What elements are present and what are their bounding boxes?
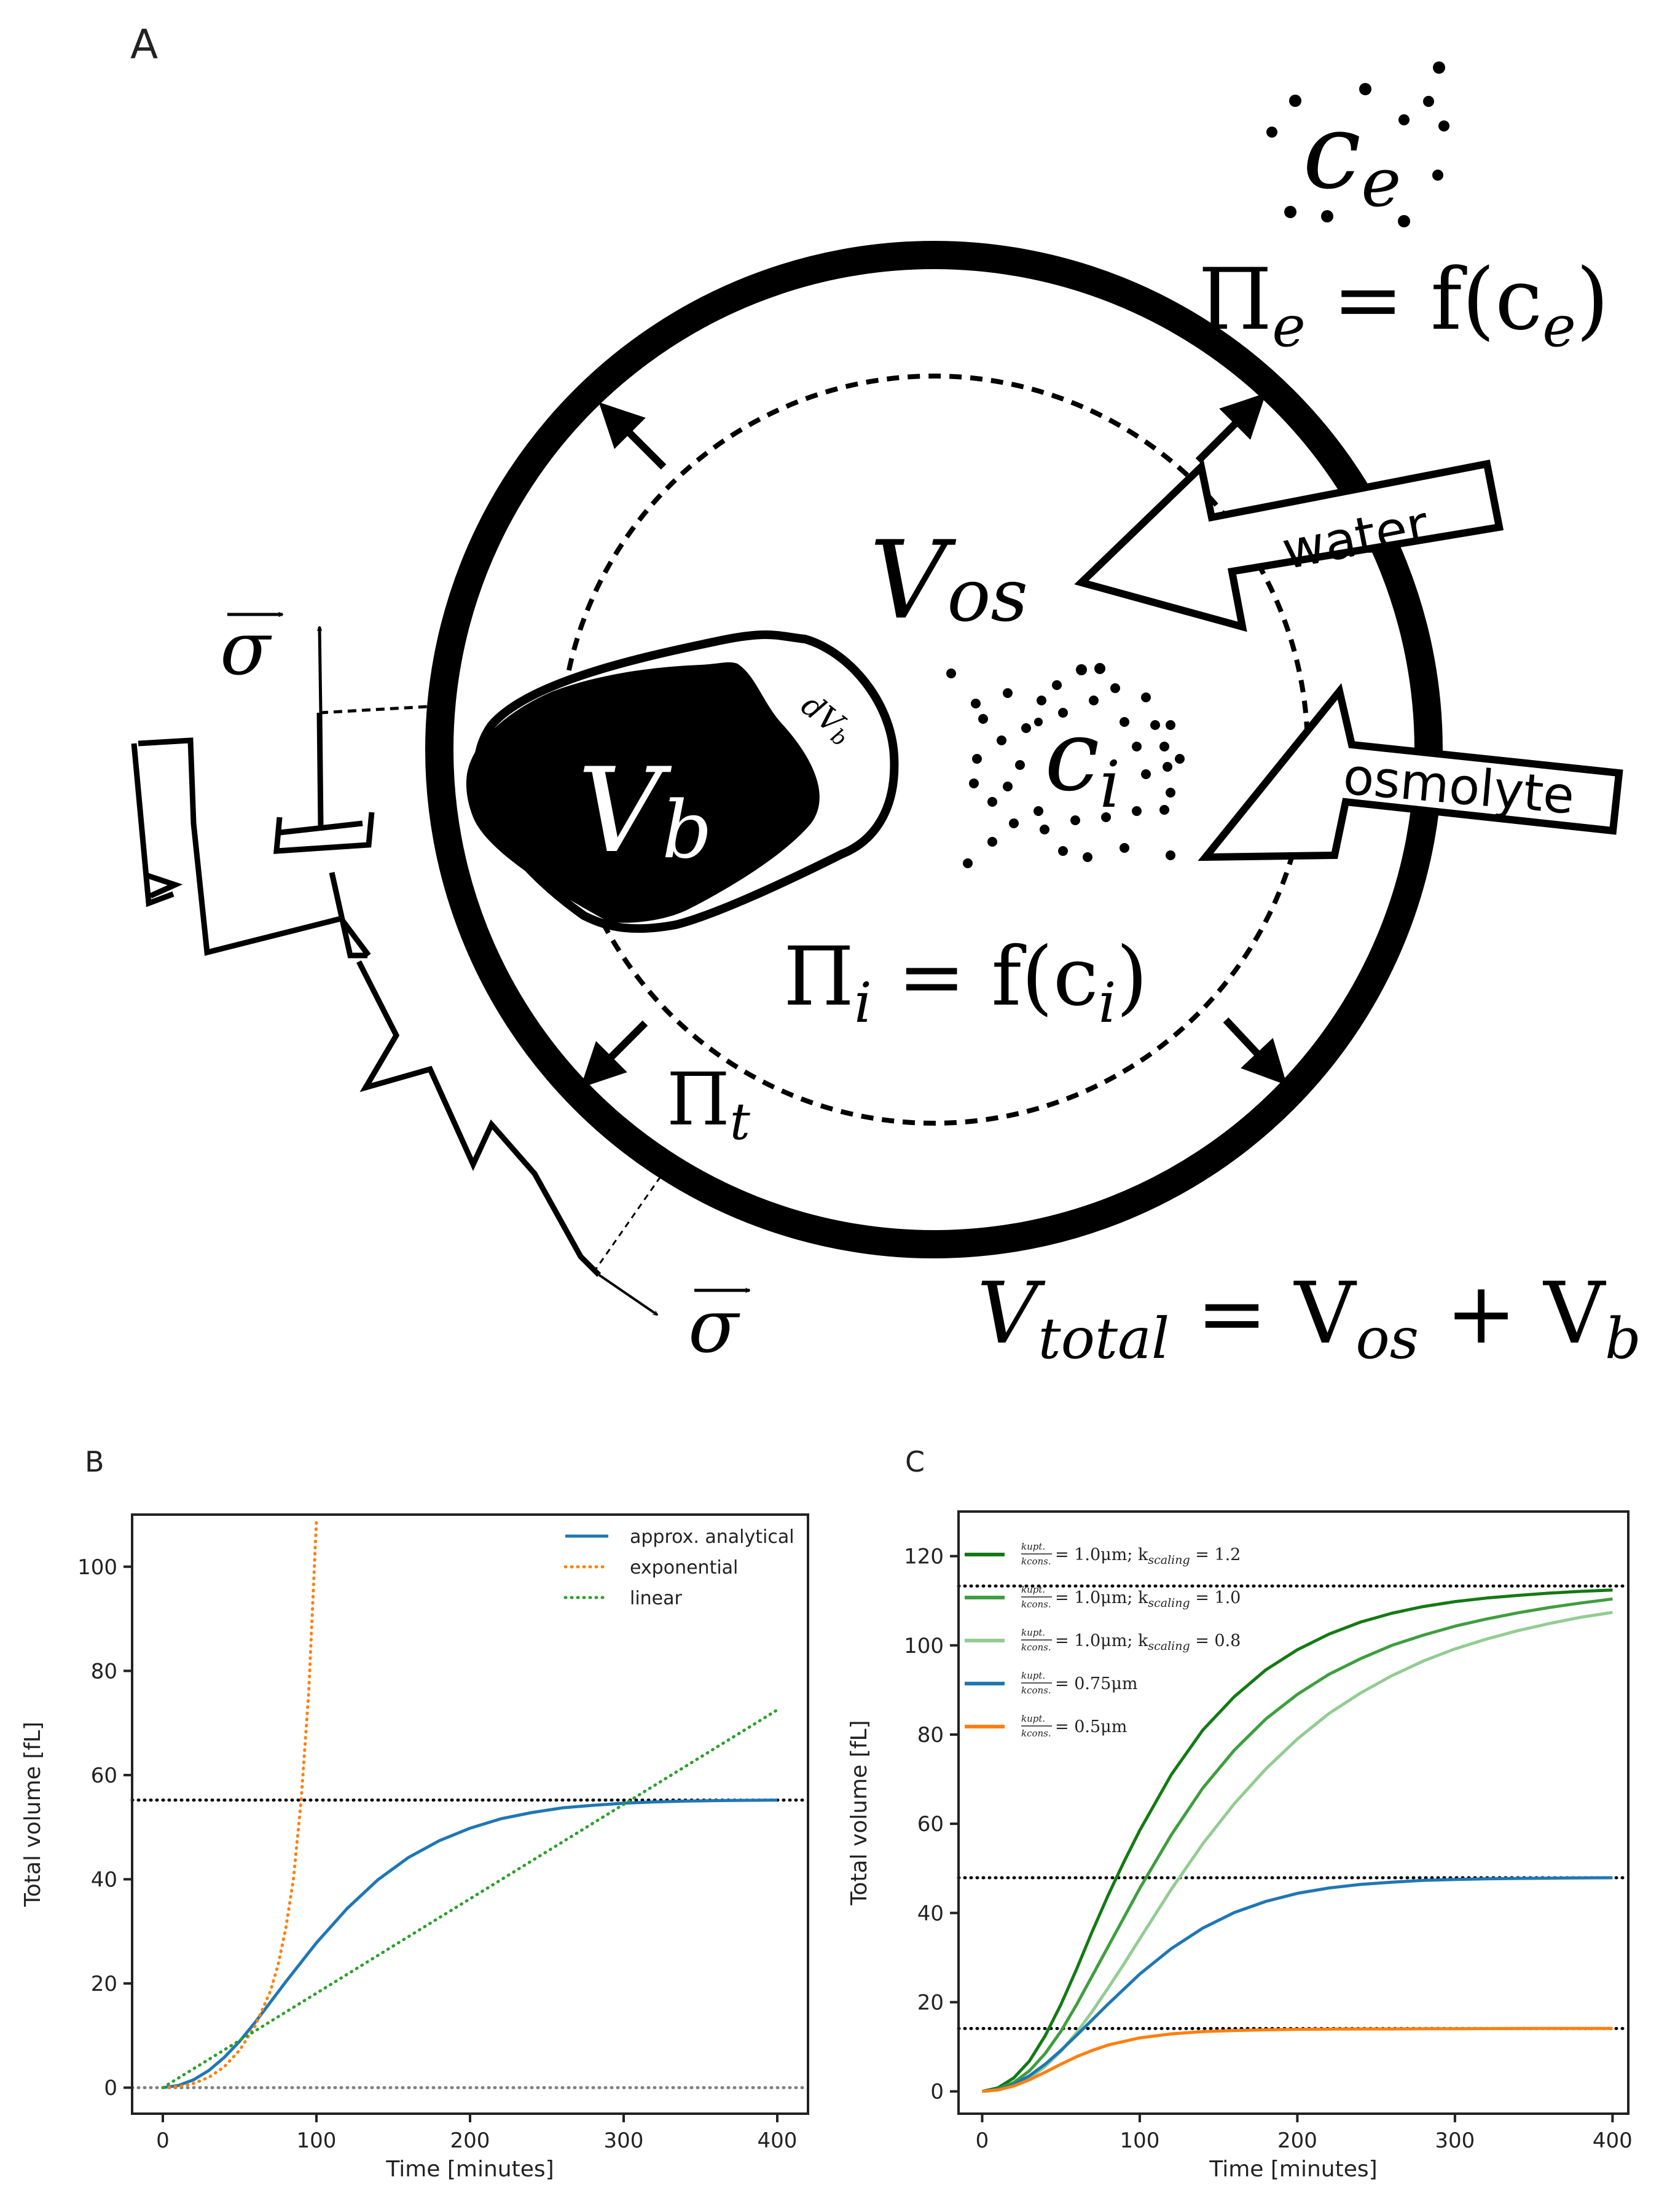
x-tick-label: 0 <box>976 2128 989 2153</box>
x-tick-label: 300 <box>604 2128 644 2153</box>
legend-fraction-denominator: kcons. <box>1021 1642 1051 1653</box>
x-tick-label: 100 <box>1120 2128 1159 2153</box>
y-tick-label: 20 <box>917 1991 944 2015</box>
legend-fraction-denominator: kcons. <box>1021 1599 1051 1610</box>
x-tick-label: 200 <box>450 2128 490 2153</box>
water-influx-arrow: water <box>1074 459 1504 632</box>
panel-letter-a: A <box>130 21 158 68</box>
ce-label: ce <box>1303 91 1401 222</box>
osmolyte-label: osmolyte <box>1341 747 1577 825</box>
y-tick-label: 100 <box>77 1555 117 1580</box>
legend-fraction-numerator: kupt. <box>1021 1627 1045 1638</box>
spring-dashpot-model <box>131 627 662 1316</box>
panel-letter-b: B <box>85 1445 104 1478</box>
y-tick-label: 80 <box>91 1659 117 1684</box>
stress-vector-label-bottom: σ <box>688 1284 740 1370</box>
x-axis-label: Time [minutes] <box>1209 2157 1377 2182</box>
y-tick-label: 60 <box>917 1812 944 1837</box>
y-tick-label: 40 <box>917 1901 944 1926</box>
series-line <box>982 1876 1613 2093</box>
legend-fraction-denominator: kcons. <box>1021 1556 1051 1567</box>
panel-a-diagram: A ce Πe = f(ce) <box>130 21 1641 1371</box>
turgor-pressure-label: Πt <box>667 1057 751 1151</box>
x-tick-label: 0 <box>156 2128 170 2153</box>
x-axis-label: Time [minutes] <box>385 2157 554 2182</box>
stress-vector-label-top: σ <box>220 606 272 692</box>
total-volume-equation: Vtotal = Vos + Vb <box>977 1264 1641 1371</box>
y-tick-label: 120 <box>904 1545 944 1569</box>
x-tick-label: 400 <box>758 2128 798 2153</box>
y-tick-label: 0 <box>930 2080 944 2104</box>
series-line <box>981 1588 1613 2093</box>
legend-label: = 0.5μm <box>1055 1717 1127 1736</box>
legend-fraction-numerator: kupt. <box>1021 1541 1045 1552</box>
x-tick-label: 400 <box>1593 2128 1633 2153</box>
extracellular-pressure-equation: Πe = f(ce) <box>1198 250 1609 359</box>
legend-label: approx. analytical <box>630 1526 794 1548</box>
legend-label: = 0.75μm <box>1055 1674 1137 1693</box>
intracellular-pressure-equation: Πi = f(ci) <box>783 930 1148 1035</box>
legend-fraction-denominator: kcons. <box>1021 1728 1051 1739</box>
y-axis-label: Total volume [fL] <box>20 1722 45 1907</box>
legend-label: = 1.0μm; kscaling = 1.0 <box>1055 1588 1241 1610</box>
x-tick-label: 100 <box>297 2128 337 2153</box>
turgor-arrows <box>580 393 1287 1088</box>
x-tick-label: 300 <box>1435 2128 1475 2153</box>
legend-label: = 1.0μm; kscaling = 1.2 <box>1055 1545 1241 1567</box>
y-tick-label: 100 <box>904 1634 944 1658</box>
osmotic-volume-label: Vos <box>869 519 1028 643</box>
y-tick-label: 40 <box>91 1867 117 1892</box>
x-tick-label: 200 <box>1277 2128 1317 2153</box>
intracellular-molecules <box>946 663 1185 868</box>
y-axis-label: Total volume [fL] <box>847 1720 872 1905</box>
legend-label: exponential <box>630 1557 738 1579</box>
bound-volume-label: Vb <box>578 743 712 879</box>
legend-label: linear <box>630 1588 683 1609</box>
legend-fraction-numerator: kupt. <box>1021 1584 1045 1595</box>
ci-label: ci <box>1045 698 1120 822</box>
y-tick-label: 20 <box>91 1972 117 1996</box>
series-line <box>982 1610 1613 2093</box>
legend-fraction-numerator: kupt. <box>1021 1670 1045 1681</box>
series-line <box>162 1798 778 2090</box>
series-line <box>161 1708 779 2090</box>
extracellular-molecules <box>1266 61 1449 227</box>
legend-label: = 1.0μm; kscaling = 0.8 <box>1055 1631 1241 1653</box>
panel-letter-c: C <box>905 1445 925 1478</box>
bound-volume-blob: Vb dVb <box>466 630 899 933</box>
plot-frame <box>131 1513 809 2115</box>
plot-frame <box>957 1510 1630 2115</box>
series-line <box>982 2026 1613 2093</box>
y-tick-label: 60 <box>91 1763 117 1788</box>
legend-fraction-numerator: kupt. <box>1021 1713 1045 1724</box>
series-line <box>161 1518 318 2090</box>
y-tick-label: 80 <box>917 1723 944 1747</box>
series-line <box>982 1597 1613 2093</box>
legend-fraction-denominator: kcons. <box>1021 1685 1051 1696</box>
y-tick-label: 0 <box>104 2076 117 2101</box>
